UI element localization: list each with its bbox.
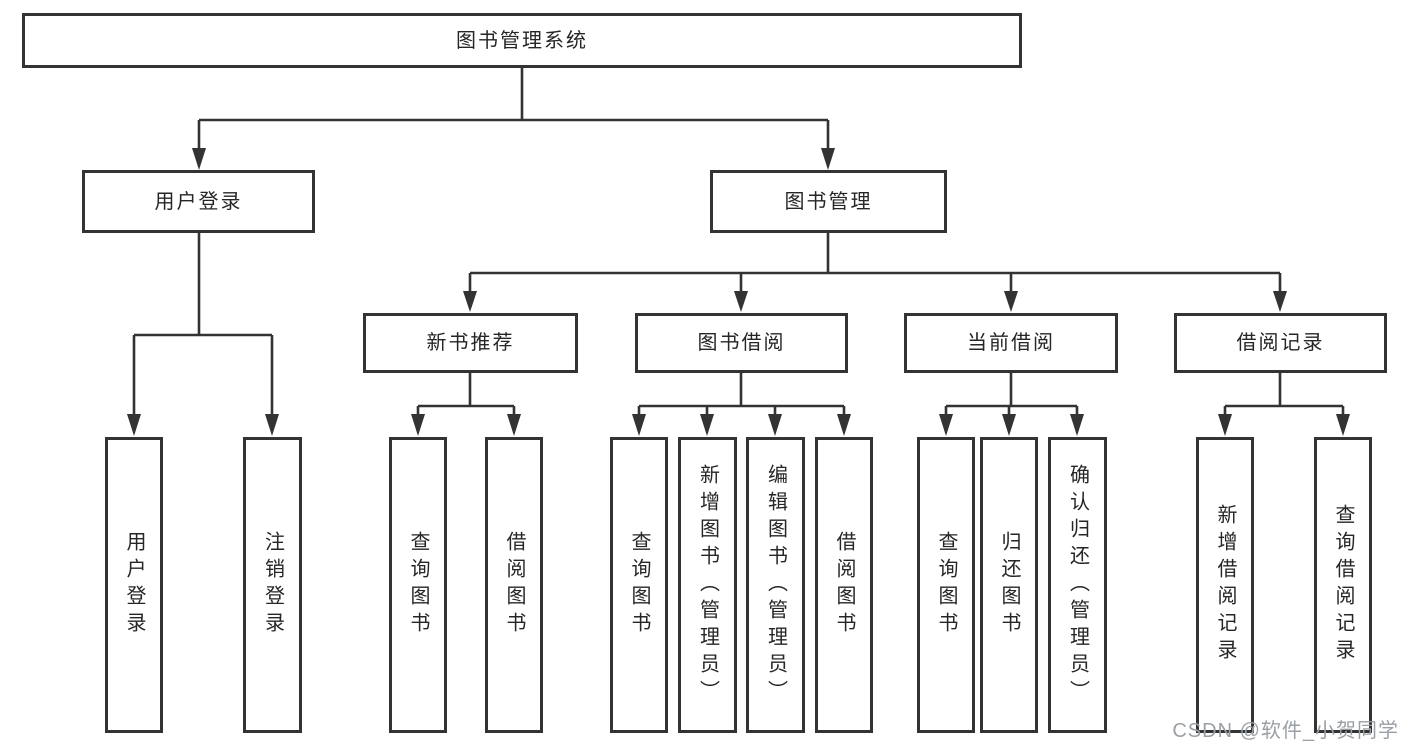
leaf-borrow-books-label: 借阅图书	[833, 531, 855, 639]
edge-borrowrecords-split	[1223, 373, 1345, 417]
leaf-borrow-query-books: 查询图书	[610, 437, 668, 733]
edge-userlogin-split	[132, 233, 274, 417]
leaf-edit-books-admin-label: 编辑图书（管理员）	[764, 463, 787, 707]
node-book-borrowing: 图书借阅	[635, 313, 848, 373]
leaf-current-query-books-label: 查询图书	[935, 531, 957, 639]
leaf-recommend-borrow-books: 借阅图书	[485, 437, 543, 733]
leaf-add-books-admin: 新增图书（管理员）	[678, 437, 737, 733]
node-book-management: 图书管理	[710, 170, 947, 233]
node-current-borrowing: 当前借阅	[904, 313, 1118, 373]
edge-root-split	[197, 68, 830, 150]
leaf-logout-label: 注销登录	[261, 531, 284, 639]
leaf-return-books: 归还图书	[980, 437, 1038, 733]
leaf-logout: 注销登录	[243, 437, 302, 733]
leaf-user-login: 用户登录	[105, 437, 163, 733]
node-current-borrowing-label: 当前借阅	[967, 332, 1055, 354]
node-borrowing-records: 借阅记录	[1174, 313, 1387, 373]
leaf-user-login-label: 用户登录	[123, 531, 145, 639]
node-root: 图书管理系统	[22, 13, 1022, 68]
node-book-management-label: 图书管理	[784, 190, 873, 213]
edge-currentborrow-split	[944, 373, 1079, 417]
leaf-add-borrow-record-label: 新增借阅记录	[1214, 504, 1236, 666]
leaf-recommend-query-books: 查询图书	[389, 437, 447, 733]
leaf-return-books-label: 归还图书	[998, 531, 1020, 639]
edge-newbookrec-split	[416, 373, 516, 417]
leaf-borrow-books: 借阅图书	[815, 437, 873, 733]
csdn-watermark: CSDN @软件_小贺同学	[1172, 720, 1399, 742]
leaf-edit-books-admin: 编辑图书（管理员）	[746, 437, 805, 733]
node-new-book-recommendation: 新书推荐	[363, 313, 578, 373]
leaf-query-borrow-record-label: 查询借阅记录	[1332, 504, 1354, 666]
leaf-borrow-query-books-label: 查询图书	[628, 531, 650, 639]
node-user-login: 用户登录	[82, 170, 315, 233]
leaf-current-query-books: 查询图书	[917, 437, 975, 733]
leaf-add-books-admin-label: 新增图书（管理员）	[696, 463, 719, 707]
leaf-add-borrow-record: 新增借阅记录	[1196, 437, 1254, 733]
node-new-book-recommendation-label: 新书推荐	[426, 332, 515, 354]
leaf-recommend-borrow-books-label: 借阅图书	[503, 531, 525, 639]
leaf-recommend-query-books-label: 查询图书	[407, 531, 429, 639]
node-borrowing-records-label: 借阅记录	[1236, 332, 1325, 354]
edge-bookborrow-split	[637, 373, 846, 417]
leaf-query-borrow-record: 查询借阅记录	[1314, 437, 1372, 733]
leaf-confirm-return-admin-label: 确认归还（管理员）	[1066, 463, 1089, 707]
leaf-confirm-return-admin: 确认归还（管理员）	[1048, 437, 1107, 733]
node-book-borrowing-label: 图书借阅	[697, 332, 786, 354]
edge-bookmgmt-split	[468, 233, 1282, 293]
node-root-label: 图书管理系统	[456, 29, 588, 52]
node-user-login-label: 用户登录	[154, 190, 243, 213]
